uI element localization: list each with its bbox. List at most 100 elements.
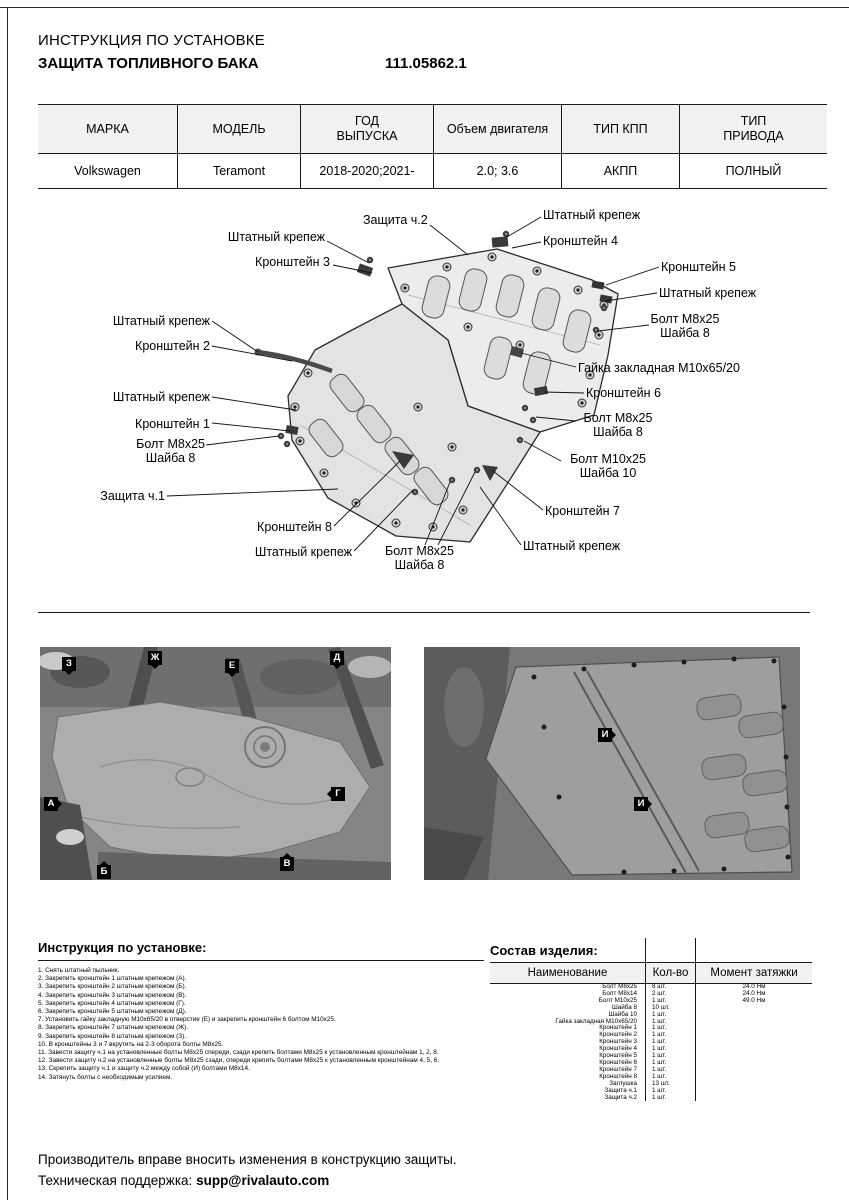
- spec-engine: 2.0; 3.6: [433, 153, 562, 189]
- section-divider: [38, 612, 810, 613]
- photo-underbody-right: И И: [424, 647, 800, 880]
- diagram-callout: Кронштейн 8: [257, 520, 332, 534]
- spec-model: Teramont: [177, 153, 301, 189]
- part-torque: [695, 1018, 812, 1026]
- part-torque: [695, 1087, 812, 1095]
- instructions-list: 1. Снять штатный пыльник. 2. Закрепить к…: [38, 967, 484, 1082]
- spec-gearbox: АКПП: [561, 153, 680, 189]
- instruction-step: 6. Закрепить кронштейн 5 штатным крепежо…: [38, 1008, 187, 1016]
- manufacturer-note: Производитель вправе вносить изменения в…: [38, 1152, 457, 1167]
- bracket-8-shape: [392, 451, 414, 469]
- diagram-callout: Болт М8х25 Шайба 8: [650, 312, 720, 340]
- part-row: Шайба 10 1 шт.: [490, 1010, 812, 1019]
- part-qty: 1 шт.: [645, 1066, 695, 1074]
- part-row: Гайка закладная М10х65/20 1 шт.: [490, 1018, 812, 1026]
- diagram-callout: Штатный крепеж: [543, 208, 641, 222]
- parts-header-name: Наименование: [527, 967, 608, 979]
- support-line: Техническая поддержка: supp@rivalauto.co…: [38, 1173, 329, 1188]
- instruction-step: 11. Завести защиту ч.1 на установленные …: [38, 1049, 439, 1057]
- parts-header-torque: Момент затяжки: [695, 963, 812, 983]
- vehicle-spec-table: МАРКА МОДЕЛЬ ГОД ВЫПУСКА Объем двигателя…: [38, 104, 827, 189]
- part-torque: 49.0 Нм: [695, 997, 812, 1005]
- support-label: Техническая поддержка:: [38, 1173, 193, 1188]
- photo-marker: В: [280, 853, 294, 871]
- photo-marker: Б: [97, 861, 111, 879]
- spec-header-brand: МАРКА: [38, 104, 178, 154]
- parts-divider: [645, 938, 695, 962]
- part-qty: 1 шт.: [645, 1025, 695, 1033]
- part-qty: 1 шт.: [645, 1038, 695, 1047]
- part-torque: 24.0 Нм: [695, 990, 812, 998]
- diagram-callout: Защита ч.2: [363, 213, 428, 227]
- diagram-callout: Кронштейн 1: [135, 417, 210, 431]
- diagram-callout: Кронштейн 6: [586, 386, 661, 400]
- instruction-step: 12. Завести защиту ч.2 на установленные …: [38, 1057, 440, 1065]
- instruction-step: 10. В кронштейны 3 и 7 вкрутить на 2-3 о…: [38, 1040, 224, 1048]
- part-torque: [695, 1053, 812, 1060]
- diagram-callout: Защита ч.1: [100, 489, 165, 503]
- part-qty: 1 шт.: [645, 1018, 695, 1026]
- part-name: Шайба 8: [611, 1003, 637, 1011]
- part-qty: 1 шт.: [645, 997, 695, 1005]
- photo-marker: И: [634, 797, 652, 811]
- doc-title-line2: ЗАЩИТА ТОПЛИВНОГО БАКА: [38, 55, 259, 72]
- part-row: Кронштейн 4 1 шт.: [490, 1045, 812, 1054]
- part-name: Болт М8х14: [602, 989, 637, 997]
- part-name: Болт М10х25: [598, 996, 637, 1004]
- photo-marker: З: [62, 657, 76, 675]
- part-name: Защита ч.2: [604, 1093, 637, 1101]
- instruction-step: 1. Снять штатный пыльник.: [38, 967, 120, 974]
- photo-marker: Д: [330, 651, 344, 669]
- part-number: 111.05862.1: [385, 55, 467, 72]
- bracket-5-shape: [591, 280, 613, 304]
- bracket-7-shape: [482, 465, 498, 481]
- instructions-title: Инструкция по установке:: [38, 940, 484, 961]
- bracket-3-shape: [356, 263, 374, 277]
- part-torque: [695, 1039, 812, 1047]
- spec-header-model: МОДЕЛЬ: [177, 104, 301, 154]
- spec-header-row: МАРКА МОДЕЛЬ ГОД ВЫПУСКА Объем двигателя…: [38, 104, 827, 154]
- diagram-callout: Болт М8х25 Шайба 8: [583, 411, 653, 439]
- parts-title: Состав изделия:: [490, 943, 598, 958]
- parts-title-row: Состав изделия:: [490, 938, 812, 962]
- diagram-callout: Болт М10х25 Шайба 10: [570, 452, 646, 480]
- diagram-callout: Штатный крепеж: [523, 539, 621, 553]
- installation-instructions: Инструкция по установке: 1. Снять штатны…: [38, 940, 484, 1082]
- part-torque: [695, 1073, 812, 1081]
- parts-header-qty: Кол-во: [645, 963, 695, 983]
- header: ИНСТРУКЦИЯ ПО УСТАНОВКЕ ЗАЩИТА ТОПЛИВНОГ…: [38, 32, 810, 72]
- photo-marker: Ж: [148, 651, 162, 669]
- part-name: Заглушка: [609, 1079, 637, 1087]
- support-email: supp@rivalauto.com: [196, 1173, 330, 1188]
- instruction-step: 8. Закрепить кронштейн 7 штатным крепежо…: [38, 1024, 189, 1032]
- part-qty: 1 шт.: [645, 1031, 695, 1040]
- part-name: Кронштейн 3: [599, 1038, 637, 1046]
- diagram-callout: Штатный крепеж: [254, 545, 352, 559]
- part-qty: 8 шт.: [645, 983, 695, 991]
- part-qty: 1 шт.: [645, 1073, 695, 1081]
- spec-drive: ПОЛНЫЙ: [679, 153, 827, 189]
- part-row: Кронштейн 2 1 шт.: [490, 1031, 812, 1040]
- part-row: Заглушка 13 шт.: [490, 1079, 812, 1088]
- diagram-callout: Кронштейн 7: [545, 504, 620, 518]
- instruction-step: 14. Затянуть болты с необходимым усилием…: [38, 1073, 173, 1081]
- diagram-callout: Штатный крепеж: [112, 314, 210, 328]
- slide-nut-shape: [510, 346, 524, 358]
- part-row: Болт М8х14 2 шт. 24.0 Нм: [490, 989, 812, 998]
- photo-underbody-left: З Ж Е Д А Г Б В: [40, 647, 391, 880]
- instruction-step: 3. Закрепить кронштейн 2 штатным крепежо…: [38, 983, 187, 991]
- part-qty: 1 шт.: [645, 1011, 695, 1019]
- shield-part1-shape: [287, 303, 541, 543]
- parts-table-body: Болт М8х25 8 шт. 24.0 Нм Болт М8х14 2 шт…: [490, 983, 812, 1102]
- part-name: Шайба 10: [608, 1010, 637, 1018]
- part-row: Кронштейн 5 1 шт.: [490, 1052, 812, 1060]
- instruction-step: 4. Закрепить кронштейн 3 штатным крепежо…: [38, 991, 187, 999]
- part-row: Защита ч.2 1 шт.: [490, 1093, 812, 1102]
- instruction-step: 2. Закрепить кронштейн 1 штатным крепежо…: [38, 975, 187, 983]
- part-torque: [695, 1004, 812, 1012]
- diagram-callout: Штатный крепеж: [659, 286, 757, 300]
- part-name: Защита ч.1: [604, 1086, 637, 1094]
- part-name: Кронштейн 6: [599, 1058, 637, 1066]
- photo-left-image: [40, 647, 391, 880]
